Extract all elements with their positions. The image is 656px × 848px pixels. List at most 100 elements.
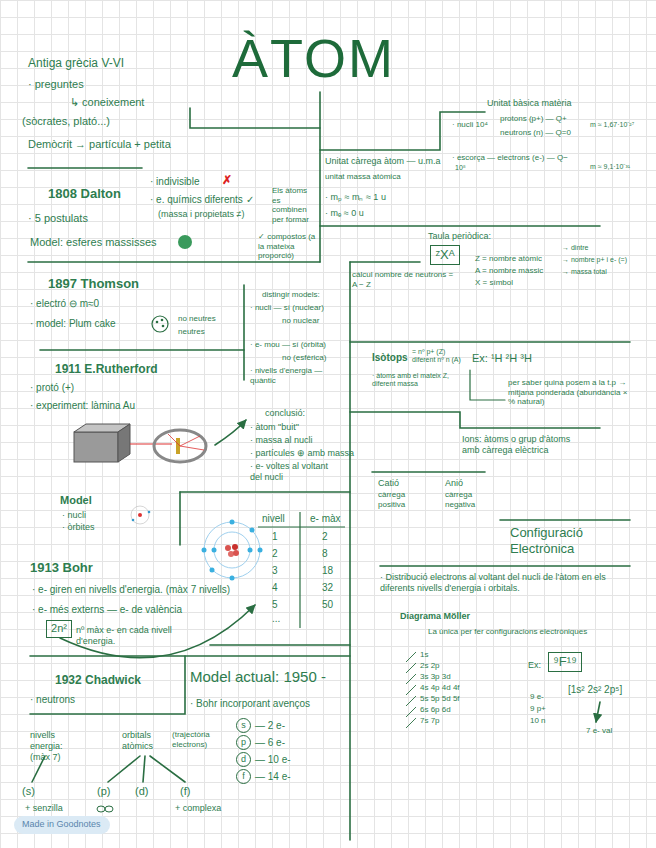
rutherford-apparatus	[74, 424, 206, 462]
bohr-atom	[202, 520, 263, 581]
note-text: 1897 Thomson	[48, 276, 139, 292]
note-text: · protó (+)	[30, 382, 74, 394]
note-text: distingir models:	[262, 290, 320, 300]
note-text: conclusió:	[265, 408, 305, 419]
drawn-stroke	[258, 548, 263, 553]
note-text: Made in Goodnotes	[22, 819, 101, 830]
note-text: m ≈ 9,1·10⁻³¹	[590, 163, 630, 171]
drawn-stroke	[190, 108, 320, 128]
note-text: Model actual: 1950 -	[190, 668, 326, 686]
note-text: Isòtops	[372, 352, 408, 364]
note-text: càlcul nombre de neutrons = A − Z	[352, 270, 457, 289]
note-text: no nuclear	[282, 316, 319, 326]
note-text: · mₑ ≈ 0 u	[325, 208, 364, 219]
note-text: 9 e-	[530, 692, 544, 702]
drawn-stroke	[258, 512, 345, 628]
drawn-stroke	[215, 420, 246, 445]
note-text: Configuració Electrònica	[510, 525, 620, 556]
watermark-pill	[14, 816, 110, 834]
drawn-stroke	[40, 349, 244, 351]
note-text: 1932 Chadwick	[55, 673, 141, 687]
note-text: · e- voltes al voltant del nucli	[250, 461, 342, 483]
note-text: Els àtoms es combinen per formar	[272, 186, 314, 224]
node-text: 2n²	[51, 622, 67, 636]
note-text: Unitat càrrega àtom — u.m.a	[325, 156, 441, 167]
drawn-stroke	[372, 471, 485, 473]
note-text: Model: esferes massisses	[30, 236, 157, 249]
note-text: ↳ coneixement	[70, 96, 144, 109]
drawn-stroke	[248, 548, 253, 553]
drawn-stroke	[210, 644, 350, 646]
drawn-stroke	[230, 576, 235, 581]
note-text: · preguntes	[28, 78, 84, 91]
note-text: · nucli 10⁴	[452, 120, 488, 130]
drawn-stroke	[243, 285, 245, 380]
note-text: — 14 e-	[255, 771, 291, 783]
drawn-stroke	[349, 262, 351, 840]
orbital-circle: s	[236, 718, 251, 733]
formula-box: 2n²	[46, 620, 72, 638]
drawn-stroke	[178, 235, 192, 249]
note-text: (trajectòria electrons)	[172, 730, 230, 749]
note-text: + complexa	[175, 803, 221, 814]
note-text: · neutrons	[30, 694, 75, 706]
note-text: · àtoms amb el mateix Z, diferent massa	[372, 372, 464, 389]
note-text: 3	[272, 565, 278, 577]
note-text: unitat massa atòmica	[325, 172, 401, 182]
note-text: Antiga grècia V-VI	[28, 56, 124, 70]
note-text: 4	[272, 582, 278, 594]
drawn-stroke	[204, 522, 260, 578]
drawn-stroke	[258, 526, 345, 527]
drawn-stroke	[250, 528, 255, 533]
drawn-stroke	[28, 261, 320, 263]
note-text: Unitat bàsica matèria	[487, 98, 572, 109]
drawn-stroke	[108, 756, 185, 782]
note-text: Anió	[445, 478, 463, 489]
drawn-stroke	[232, 544, 238, 550]
note-text: A = nombre màssic	[475, 266, 543, 276]
note-text: · e- mou — sí (òrbita)	[250, 340, 326, 350]
note-text: → massa total	[562, 268, 607, 276]
note-text: Ex: ¹H ²H ³H	[472, 352, 532, 365]
note-text: Taula periòdica:	[428, 231, 491, 242]
node-text: ᶻXᴬ	[435, 247, 455, 263]
note-text: · experiment: làmina Au	[30, 400, 135, 412]
note-text: + senzilla	[25, 803, 63, 814]
drawn-stroke	[156, 321, 159, 324]
note-text: (s)	[22, 785, 35, 798]
note-text: càrrega negativa	[445, 490, 490, 509]
formula-box: ᶻXᴬ	[430, 245, 460, 265]
drawn-stroke	[319, 92, 321, 262]
drawn-stroke	[320, 225, 600, 227]
note-text: protons (p+) — Q+	[500, 114, 567, 124]
note-text: · Distribució electrons al voltant del n…	[380, 572, 630, 594]
drawn-stroke	[30, 655, 350, 657]
note-text: ...	[272, 613, 280, 625]
note-text: 4s 4p 4d 4f	[420, 683, 460, 693]
drawn-stroke	[168, 434, 204, 450]
note-text: neutrons (n) — Q=0	[500, 128, 571, 138]
drawn-stroke	[230, 520, 235, 525]
node-text: f	[237, 770, 250, 782]
note-text: 5	[272, 599, 278, 611]
note-text: nivell	[262, 513, 285, 525]
note-text: orbitals atòmics	[122, 730, 167, 752]
note-text: Catió	[378, 478, 399, 489]
note-text: Diagrama Möller	[400, 611, 470, 622]
note-text: 1s	[420, 650, 428, 660]
note-text: La única per fer configuracions electròn…	[428, 627, 587, 637]
orbital-circle: p	[236, 735, 251, 750]
note-text: (f)	[180, 785, 190, 798]
drawn-stroke	[202, 548, 207, 553]
note-text: 2	[272, 548, 278, 560]
drawn-stroke	[105, 806, 113, 812]
node-text: d	[237, 753, 250, 765]
note-text: · partícules ⊕ amb massa	[250, 448, 354, 459]
drawn-stroke	[320, 112, 485, 150]
note-text: · àtom "buit"	[250, 422, 299, 433]
note-text: = nº p+ (Z) diferent nº n (A)	[412, 348, 467, 365]
note-text: — 6 e-	[255, 737, 285, 749]
node-text: ⁹F¹⁹	[553, 654, 577, 670]
drawn-stroke	[148, 511, 151, 514]
